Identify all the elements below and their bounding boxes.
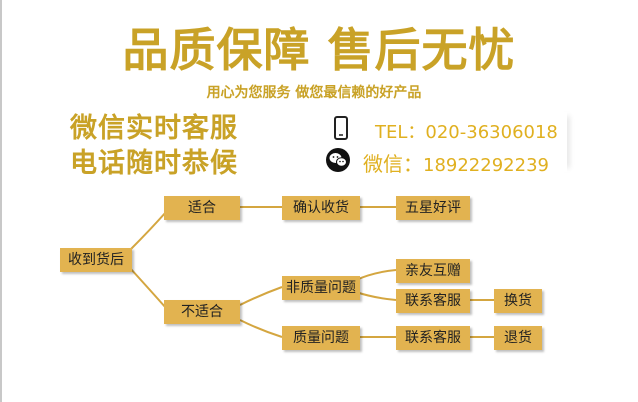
wechat-icon [325,147,355,177]
flow-return: 退货 [494,326,542,350]
subline: 用心为您服务 做您最信赖的好产品 [206,85,422,101]
connector-receive-unsuitable [129,267,167,309]
tel-value[interactable]: 020-36306018 [425,122,558,143]
tel-contact: TEL：020-36306018 [375,118,558,144]
flow-non-quality: 非质量问题 [282,276,360,300]
connector-nonquality-gift [355,269,397,281]
phone-icon [333,116,349,144]
connector-nonquality-contact [355,291,397,301]
flow-exchange: 换货 [494,289,542,313]
flow-contact-service-2: 联系客服 [396,326,470,350]
connector-receive-suitable [129,211,167,251]
flow-contact-service-1: 联系客服 [396,289,470,313]
flow-receive: 收到货后 [60,248,132,272]
wechat-label: 微信： [363,152,423,176]
slogan-line-2: 电话随时恭候 [70,148,238,179]
flow-unsuitable: 不适合 [164,300,240,324]
flow-five-star: 五星好评 [396,196,470,220]
wechat-contact: 微信：18922292239 [363,148,549,177]
flow-quality: 质量问题 [282,326,360,350]
wechat-value[interactable]: 18922292239 [423,155,549,176]
connector-unsuitable-quality [239,319,283,338]
flow-suitable: 适合 [164,196,240,220]
left-border [0,0,2,402]
headline: 品质保障 售后无忧 [122,23,516,77]
tel-label: TEL： [375,122,426,143]
flow-gift: 亲友互赠 [396,259,470,283]
flow-confirm: 确认收货 [282,196,360,220]
slogan-line-1: 微信实时客服 [70,113,238,144]
connector-unsuitable-nonquality [239,286,283,306]
